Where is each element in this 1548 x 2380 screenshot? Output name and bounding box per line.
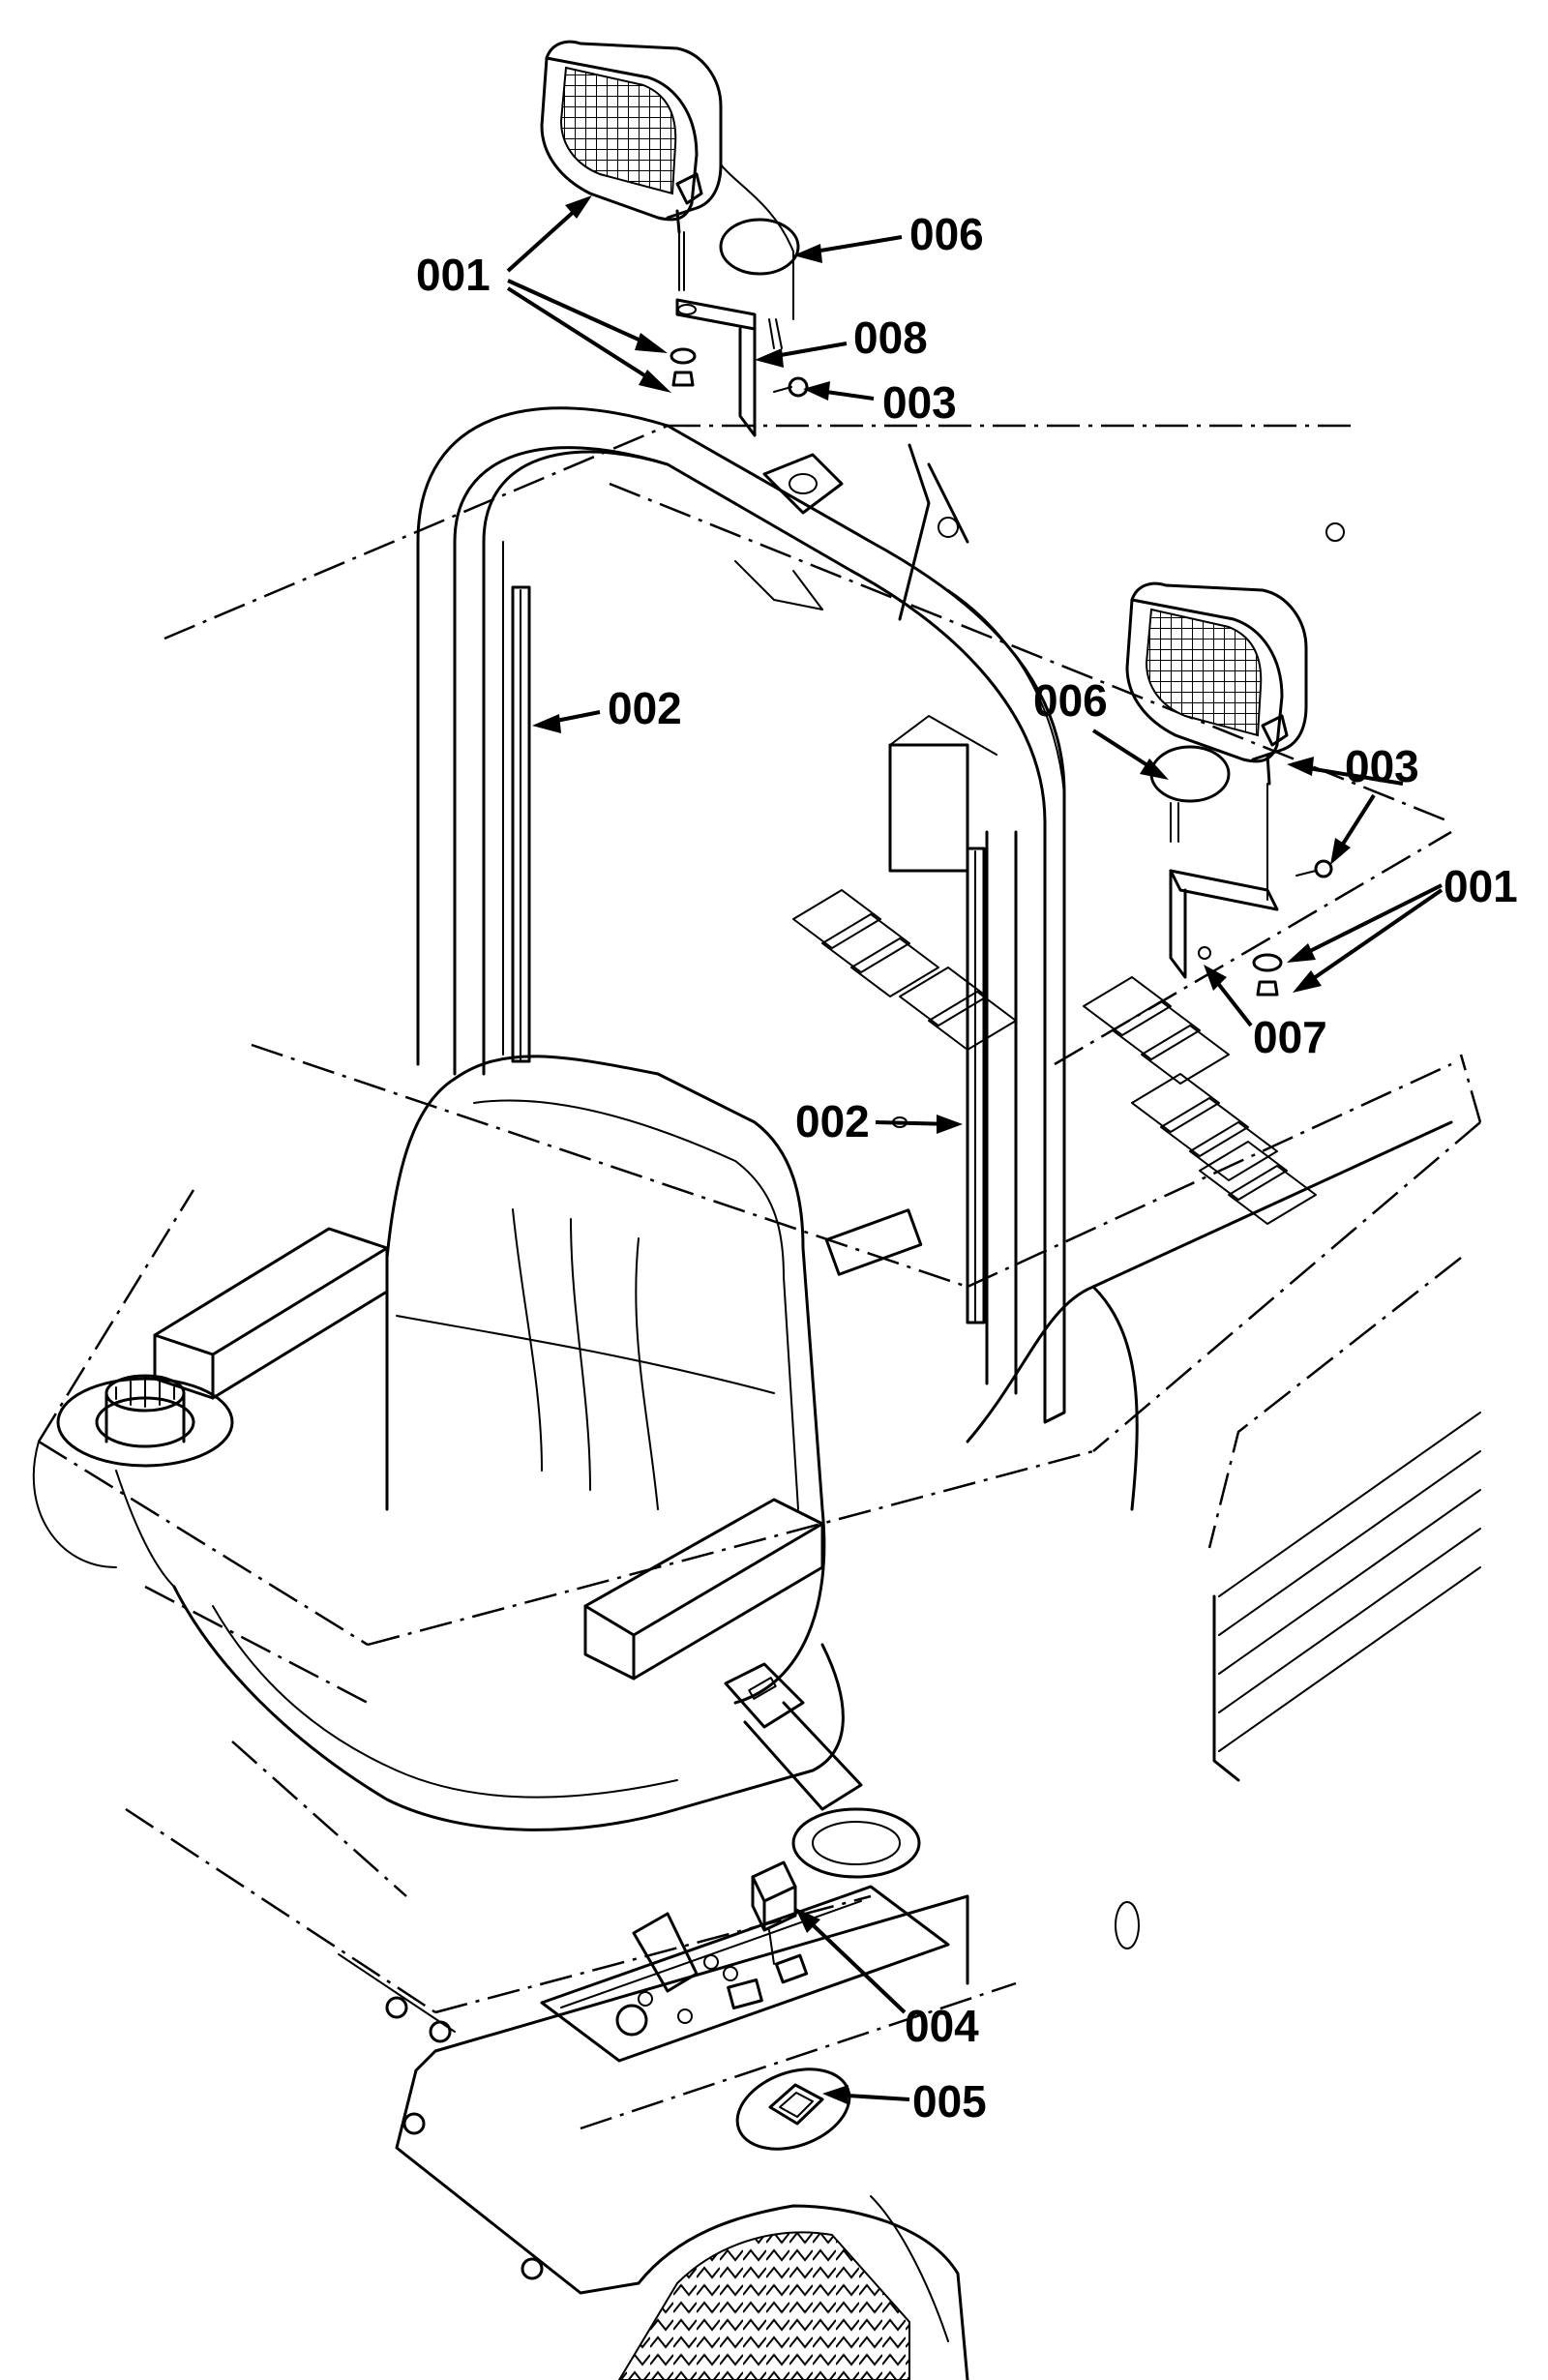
label-005: 005 — [912, 2076, 987, 2127]
label-001-top: 001 — [416, 250, 491, 300]
control-panel — [338, 1807, 950, 2063]
label-004: 004 — [905, 2001, 979, 2051]
rear-bracket — [734, 443, 1345, 1276]
label-003-top: 003 — [882, 377, 957, 428]
rops-frame — [416, 406, 1066, 1424]
work-light-top — [540, 40, 809, 437]
hole-plug — [735, 2068, 851, 2151]
tire-tread — [617, 2231, 910, 2380]
leader-lines — [506, 195, 1444, 2104]
label-003-right: 003 — [1345, 741, 1419, 791]
rocker-switch — [751, 1860, 797, 1965]
label-002-center: 002 — [795, 1096, 870, 1146]
operator-seat — [115, 1055, 863, 1831]
label-002-left: 002 — [608, 683, 682, 733]
label-007: 007 — [1253, 1012, 1327, 1062]
lower-step — [395, 1894, 969, 2380]
label-006-top: 006 — [909, 209, 984, 259]
part-labels: 001 006 008 003 002 006 003 001 007 002 … — [416, 209, 1518, 2127]
label-001-right: 001 — [1444, 861, 1518, 911]
fender-right — [966, 1120, 1481, 1949]
label-008: 008 — [853, 312, 928, 363]
hood-vents — [792, 889, 1317, 1225]
trim-strip-left — [511, 585, 531, 1063]
trim-strip-center — [966, 847, 986, 1324]
label-006-right: 006 — [1033, 675, 1108, 726]
work-light-right — [1125, 581, 1333, 997]
fuel-cap — [32, 1374, 234, 1568]
